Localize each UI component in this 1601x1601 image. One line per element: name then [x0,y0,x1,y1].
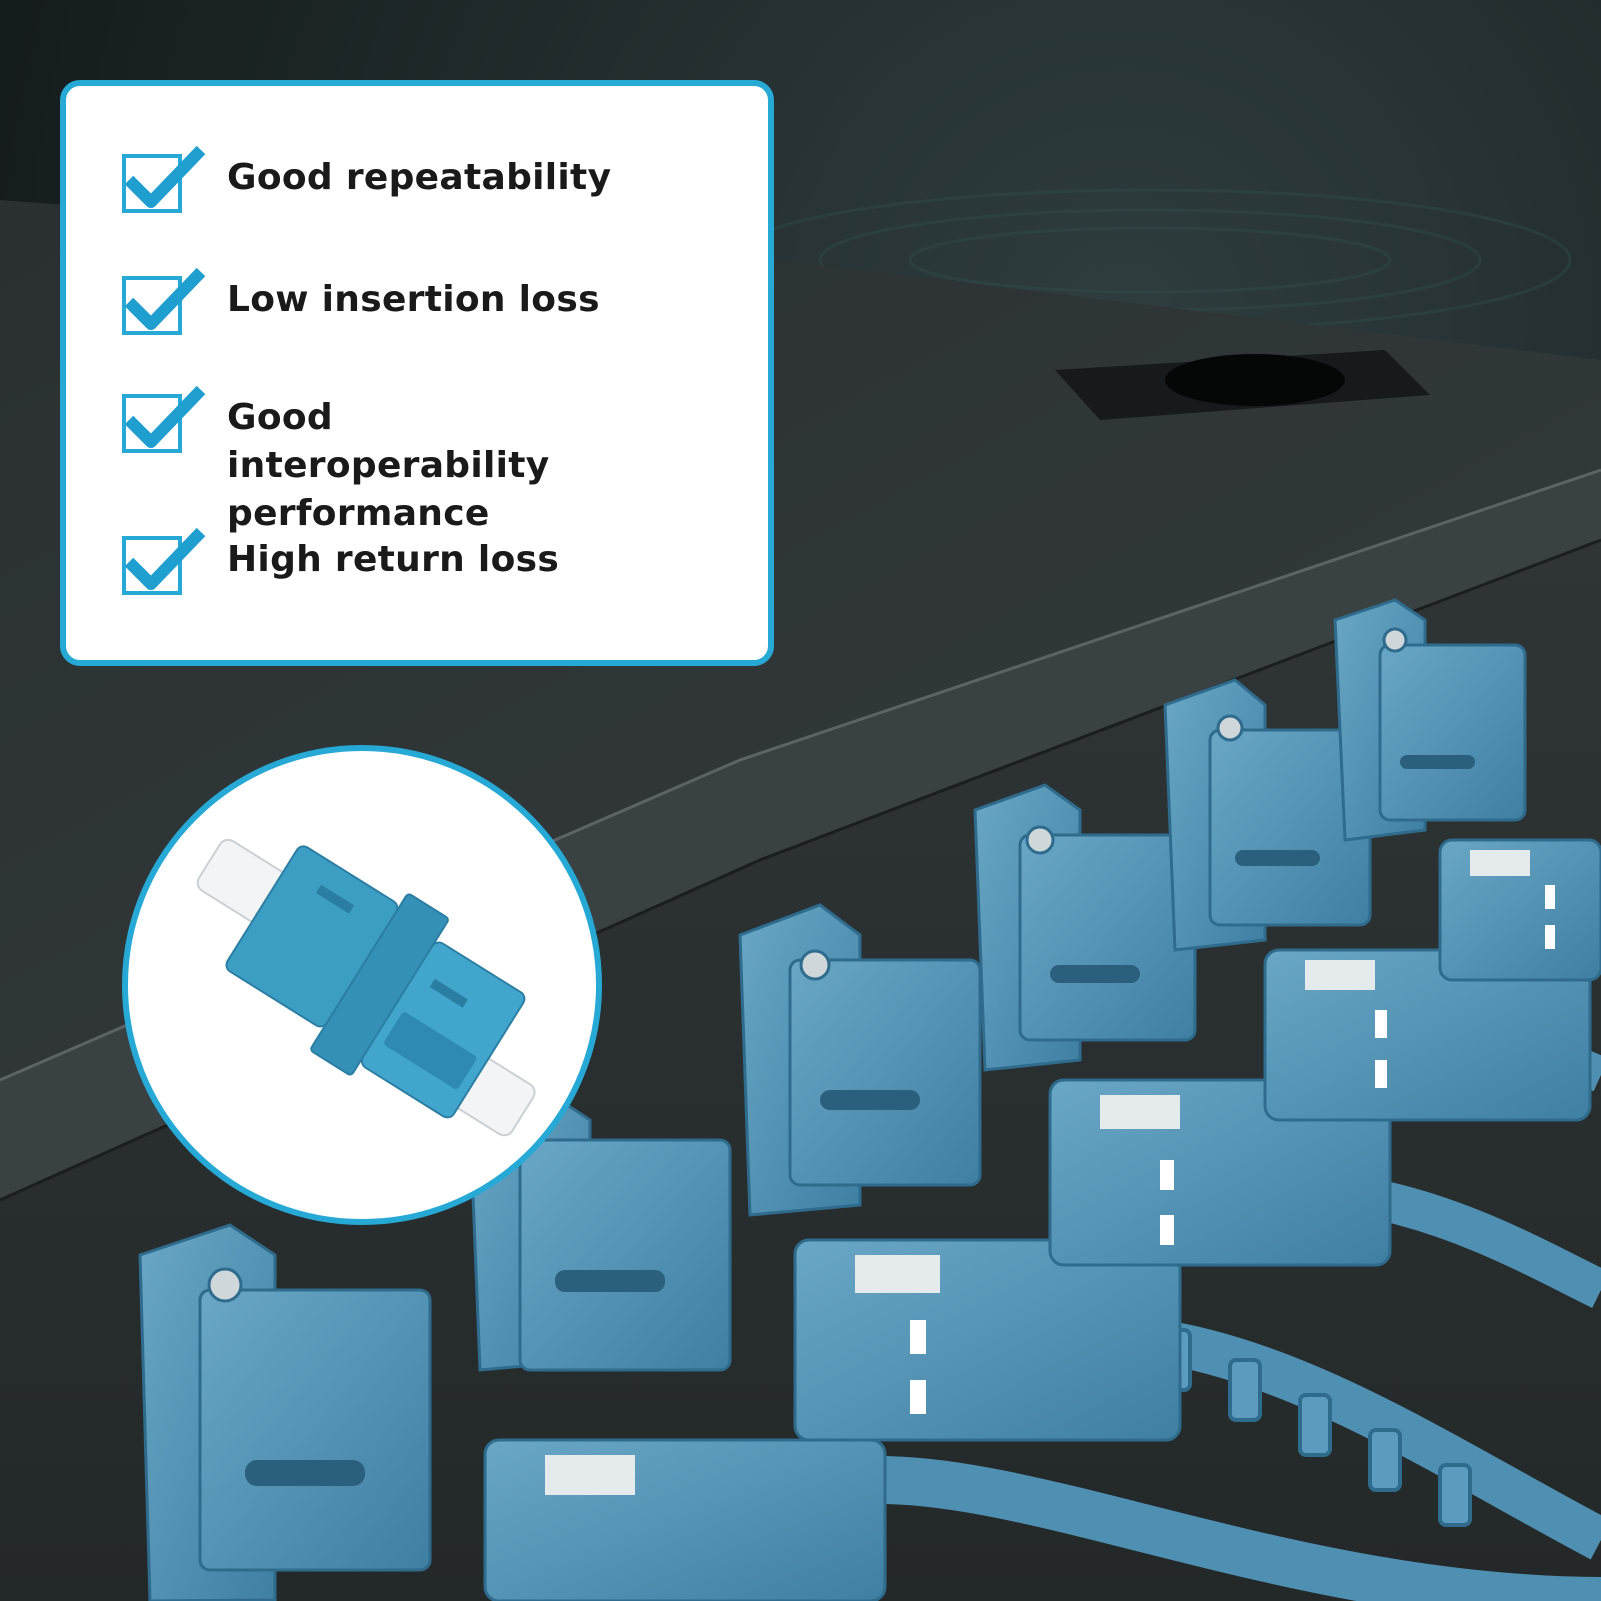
checkbox-check-icon [122,267,205,335]
feature-label: High return loss [227,539,560,580]
checkbox-check-icon [122,145,205,213]
feature-label: Good repeatability [227,157,612,198]
lc-adapter-icon [196,838,536,1137]
feature-item: Good repeatability [121,145,738,214]
feature-label: Low insertion loss [227,279,600,320]
feature-card: Good repeatability Low insertion loss Go… [60,80,774,666]
feature-item: Good interoperability performance [121,385,738,538]
feature-item: Low insertion loss [121,267,738,336]
checkbox-check-icon [122,385,205,453]
feature-label: Good interoperability performance [227,397,550,534]
checkbox-check-icon [122,527,205,595]
lc-adapter-inset [122,745,602,1225]
feature-item: High return loss [121,527,738,596]
